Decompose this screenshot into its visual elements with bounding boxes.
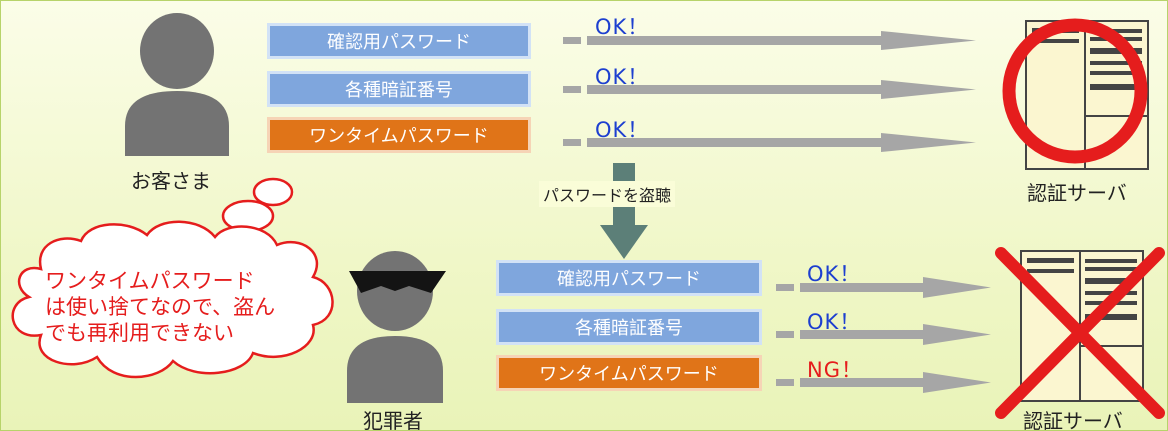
bottom-password-box-3: ワンタイムパスワード bbox=[496, 355, 762, 391]
customer-icon bbox=[125, 13, 229, 156]
bubble-text-2: は使い捨てなので、盗ん bbox=[45, 295, 276, 319]
top-status-3: OK！ bbox=[595, 118, 650, 142]
customer-label: お客さま bbox=[131, 169, 211, 193]
bottom-status-2: OK！ bbox=[807, 310, 862, 334]
top-password-label-1: 確認用パスワード bbox=[327, 32, 471, 53]
bottom-password-label-1: 確認用パスワード bbox=[557, 269, 701, 290]
bottom-arrows bbox=[776, 277, 991, 393]
mask-icon bbox=[349, 271, 446, 293]
ng-cross-mark bbox=[995, 247, 1165, 419]
top-status-2: OK！ bbox=[595, 65, 650, 89]
top-password-box-1: 確認用パスワード bbox=[267, 23, 531, 59]
thought-bubble bbox=[11, 177, 334, 379]
criminal-icon bbox=[347, 251, 446, 403]
bubble-text-1: ワンタイムパスワード bbox=[45, 269, 255, 293]
bubble-text-3: でも再利用できない bbox=[45, 321, 234, 345]
top-password-label-3: ワンタイムパスワード bbox=[309, 126, 489, 147]
server-label-bottom: 認証サーバ bbox=[1023, 409, 1123, 431]
down-arrow bbox=[600, 163, 648, 259]
ok-circle-mark bbox=[1002, 18, 1148, 164]
criminal-label: 犯罪者 bbox=[363, 409, 423, 431]
bottom-password-label-3: ワンタイムパスワード bbox=[539, 364, 719, 385]
bottom-status-3: NG！ bbox=[807, 358, 863, 382]
bottom-password-box-1: 確認用パスワード bbox=[496, 260, 762, 296]
top-status-1: OK！ bbox=[595, 15, 650, 39]
bottom-status-1: OK！ bbox=[807, 262, 862, 286]
intercept-label: パスワードを盗聴 bbox=[539, 181, 676, 207]
top-password-label-2: 各種暗証番号 bbox=[345, 80, 453, 101]
server-label-top: 認証サーバ bbox=[1027, 181, 1127, 205]
top-password-box-2: 各種暗証番号 bbox=[267, 71, 531, 107]
bottom-password-label-2: 各種暗証番号 bbox=[575, 318, 683, 339]
top-password-box-3: ワンタイムパスワード bbox=[267, 117, 531, 153]
top-arrows bbox=[563, 31, 976, 152]
bottom-password-box-2: 各種暗証番号 bbox=[496, 309, 762, 345]
